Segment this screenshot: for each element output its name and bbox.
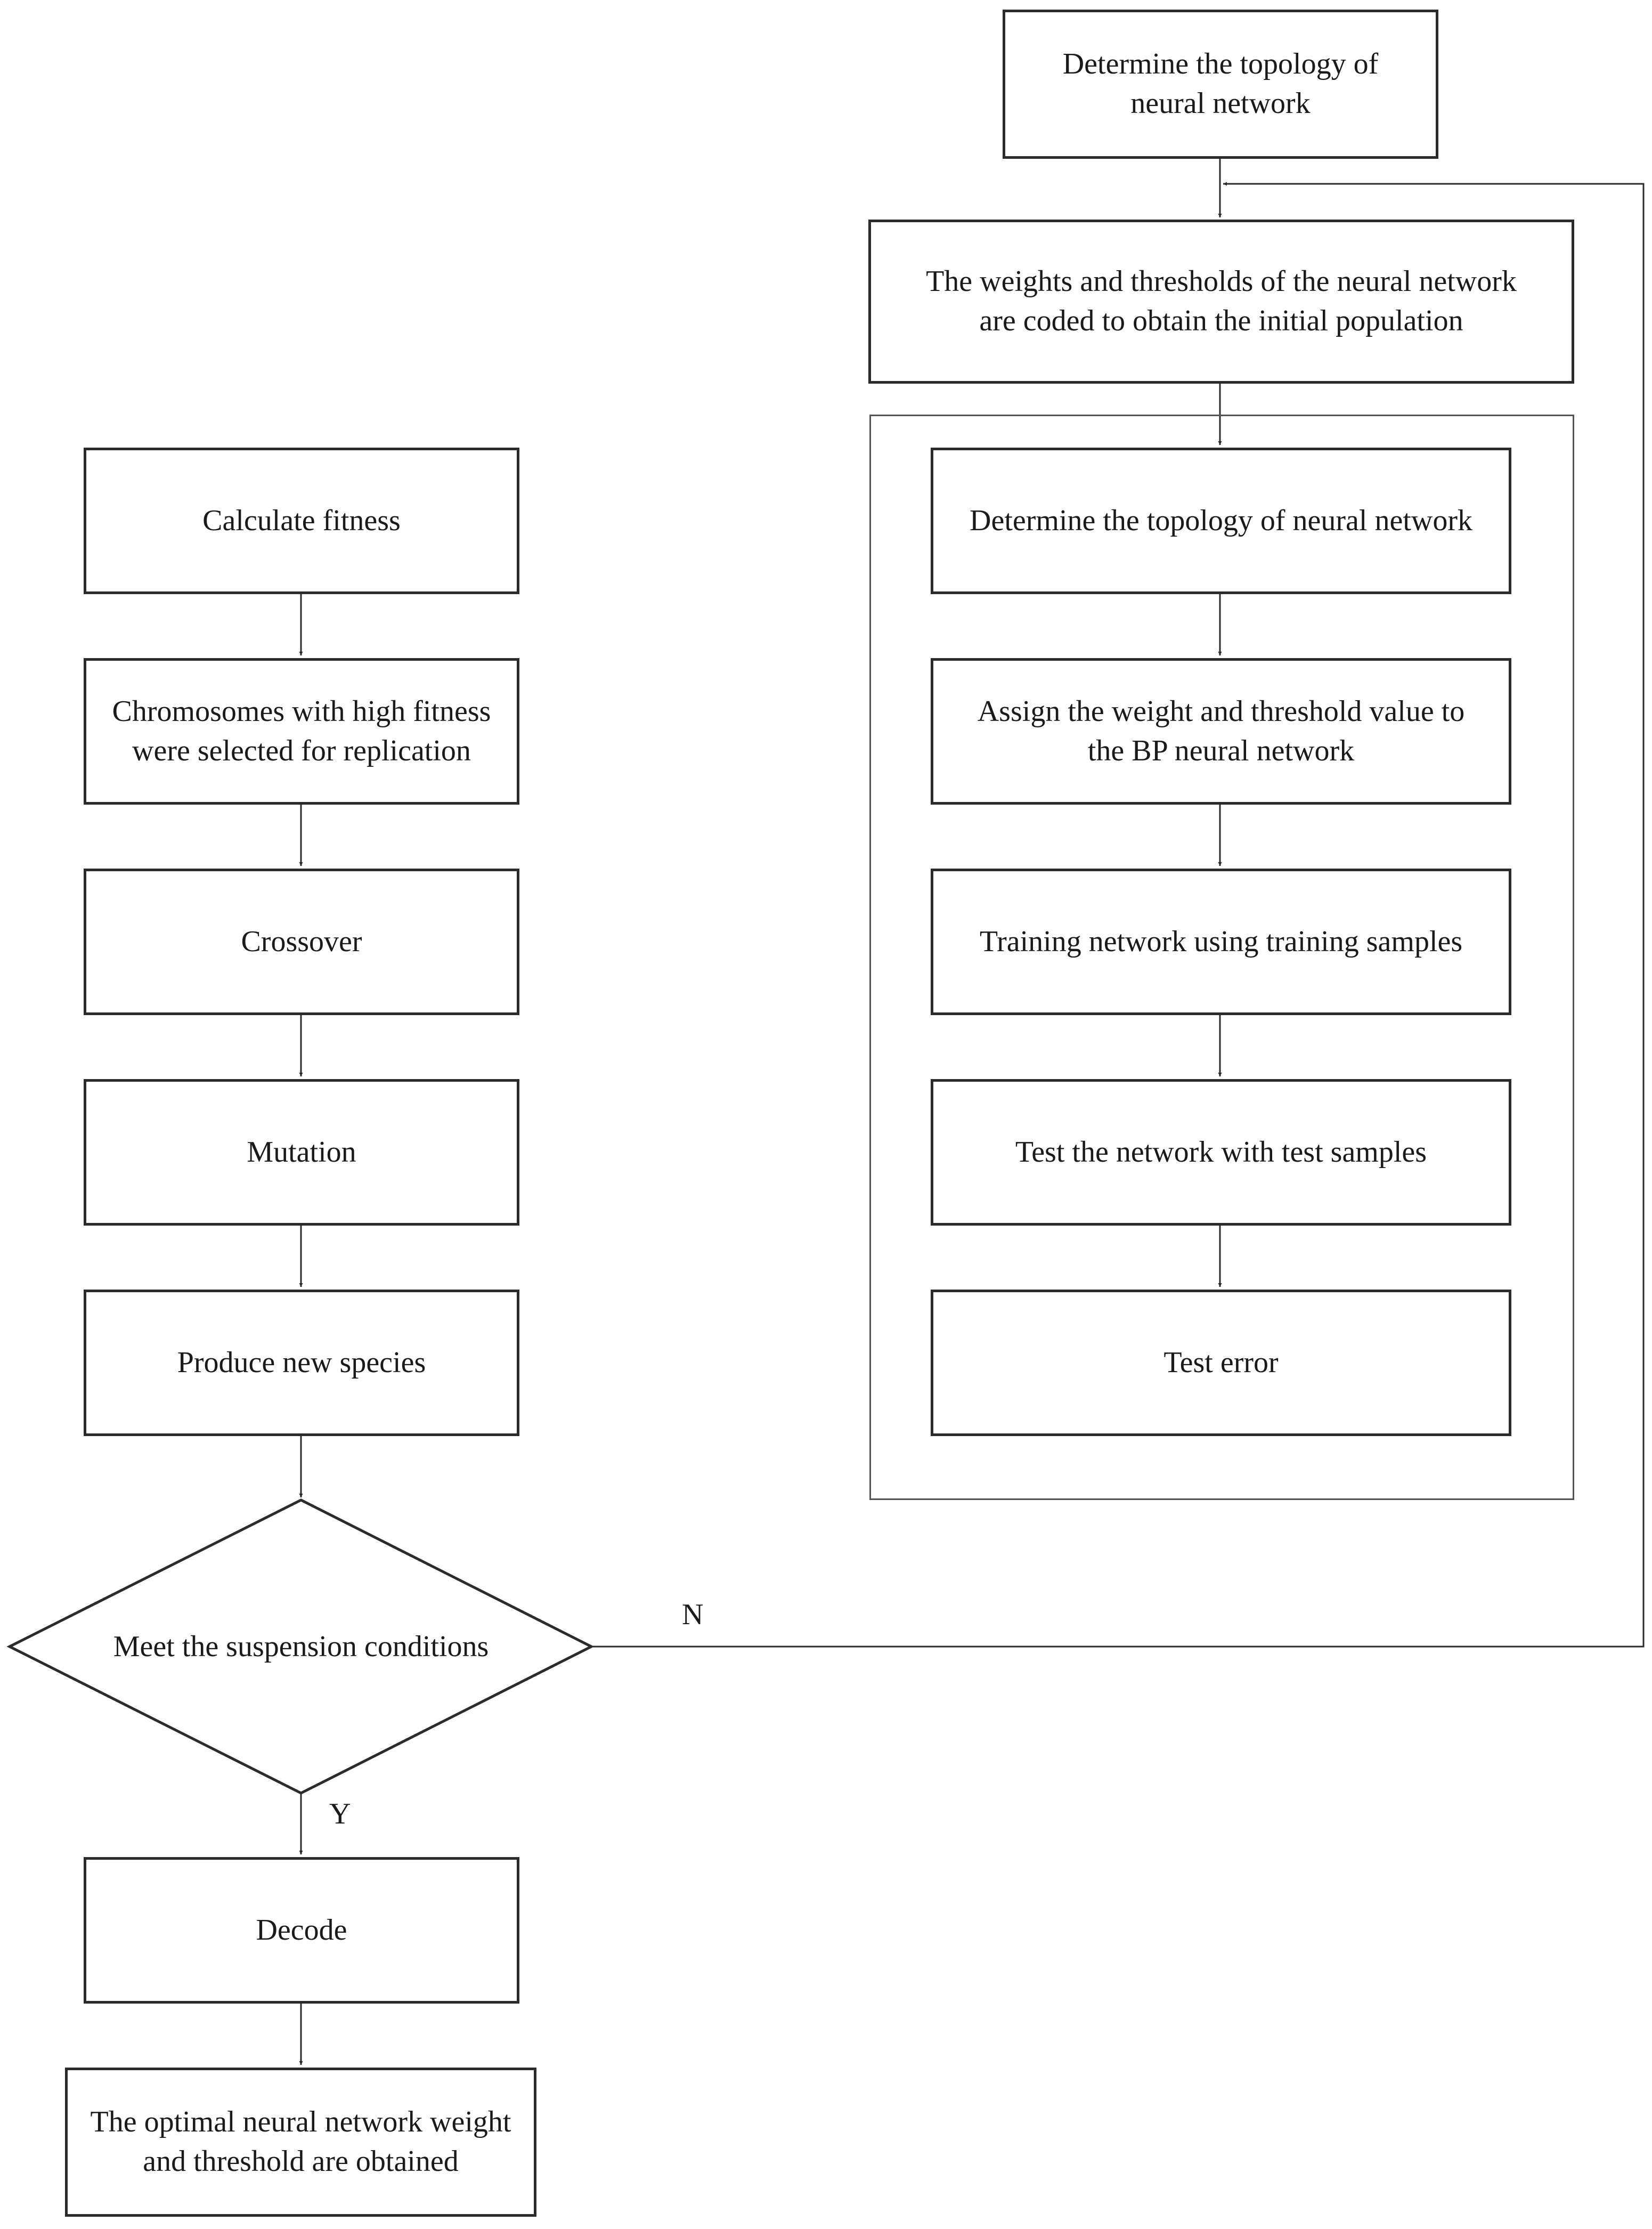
node-text: Determine the topology of neural network xyxy=(970,504,1472,537)
node-optimal-result: The optimal neural network weight and th… xyxy=(65,2068,536,2217)
decision-diamond xyxy=(6,1498,595,1795)
node-text: Test the network with test samples xyxy=(1015,1135,1427,1169)
node-test-error: Test error xyxy=(931,1290,1511,1436)
decision-label: Meet the suspension conditions xyxy=(64,1620,538,1673)
node-text: Mutation xyxy=(247,1135,356,1169)
node-text: The optimal neural network weight and th… xyxy=(90,2105,511,2178)
node-text: Chromosomes with high fitness were selec… xyxy=(112,694,491,767)
node-selection: Chromosomes with high fitness were selec… xyxy=(84,658,519,805)
node-text: Assign the weight and threshold value to… xyxy=(977,694,1465,767)
node-text: The weights and thresholds of the neural… xyxy=(926,265,1517,337)
node-assign-weights: Assign the weight and threshold value to… xyxy=(931,658,1511,805)
node-text: Produce new species xyxy=(177,1345,426,1379)
evaluation-group-frame xyxy=(869,415,1574,1500)
node-text: Calculate fitness xyxy=(202,504,401,537)
node-determine-topology-top: Determine the topology of neural network xyxy=(1003,10,1438,159)
node-training: Training network using training samples xyxy=(931,869,1511,1015)
node-text: Training network using training samples xyxy=(979,925,1463,958)
node-text: Test error xyxy=(1163,1345,1279,1379)
arrow-no-loop-back xyxy=(591,182,1645,1648)
node-text: Decode xyxy=(256,1913,347,1947)
node-calculate-fitness: Calculate fitness xyxy=(84,448,519,594)
node-produce-new-species: Produce new species xyxy=(84,1290,519,1436)
node-text: Determine the topology of neural network xyxy=(1062,47,1379,120)
node-text: Crossover xyxy=(241,925,362,958)
node-test-network: Test the network with test samples xyxy=(931,1079,1511,1226)
node-decode: Decode xyxy=(84,1857,519,2004)
node-initial-population: The weights and thresholds of the neural… xyxy=(868,220,1574,384)
edge-label-no: N xyxy=(682,1598,704,1631)
edge-label-yes: Y xyxy=(329,1797,351,1830)
node-mutation: Mutation xyxy=(84,1079,519,1226)
node-text: Meet the suspension conditions xyxy=(113,1630,489,1663)
node-determine-topology-inner: Determine the topology of neural network xyxy=(931,448,1511,594)
node-crossover: Crossover xyxy=(84,869,519,1015)
